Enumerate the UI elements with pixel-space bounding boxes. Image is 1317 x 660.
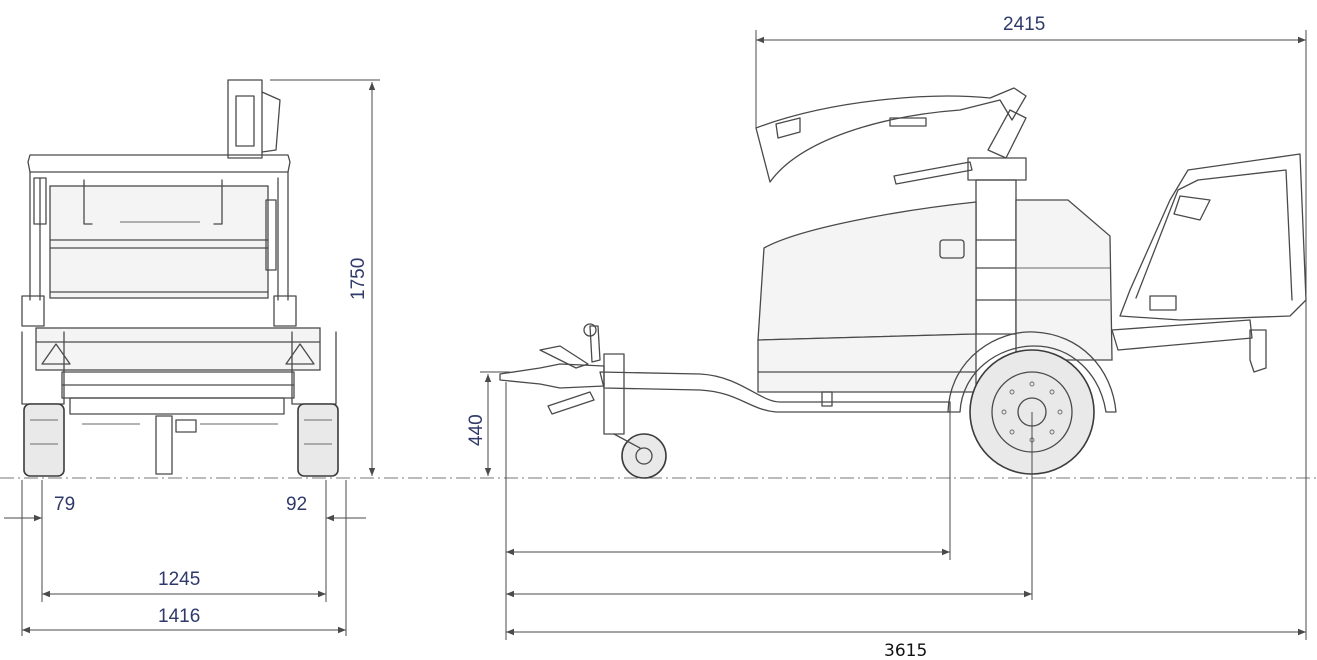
- dim-overall-length: 3615: [884, 641, 927, 660]
- side-view: [499, 87, 1307, 479]
- rear-view-dimensions: [4, 79, 380, 636]
- dim-overall-width: 1416: [158, 606, 200, 627]
- dimension-labels: 2415 1750 440 79 92 1245 1416 3615: [54, 14, 1045, 660]
- dim-right-overhang: 92: [286, 494, 307, 515]
- rear-view: [21, 79, 339, 477]
- dim-height: 1750: [348, 258, 369, 300]
- dim-left-overhang: 79: [54, 494, 75, 515]
- side-view-dimensions: [480, 30, 1307, 640]
- dim-track-width: 1245: [158, 569, 200, 590]
- dim-body-length: 2415: [1003, 14, 1045, 35]
- dim-hitch-height: 440: [466, 414, 487, 446]
